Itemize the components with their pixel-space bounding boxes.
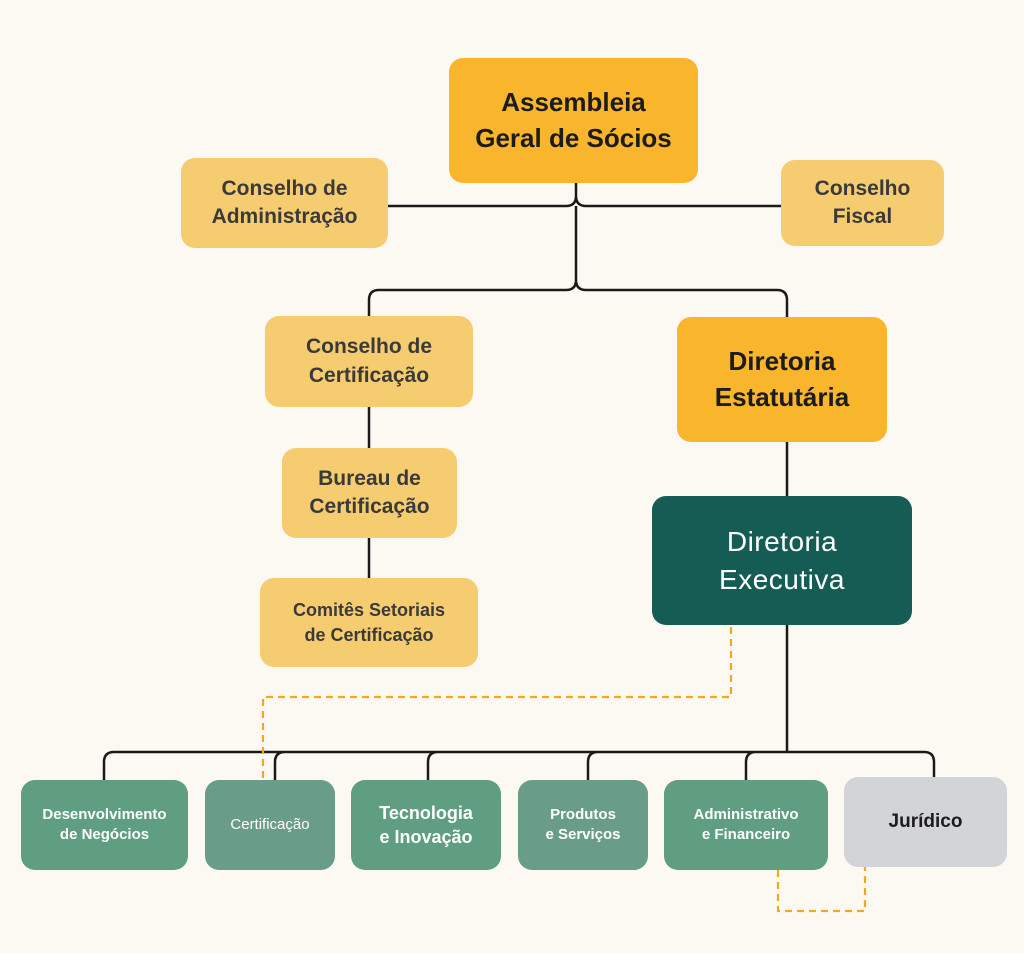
node-label: de Certificação [304,624,434,645]
connector-assembleia-trunk [367,183,789,317]
node-label: Geral de Sócios [475,122,672,153]
node-label: Produtos [550,805,616,823]
dept-produtos-servicos: Produtos e Serviços [518,780,648,870]
dept-administrativo-financeiro: Administrativo e Financeiro [664,780,828,870]
node-label: Conselho de [221,176,348,200]
node-label: Administração [211,205,358,228]
connector-executiva-departamentos [102,625,936,780]
node-label: Diretoria [726,525,838,557]
node-label: Conselho de [305,335,432,359]
dept-tecnologia-inovacao: Tecnologia e Inovação [351,780,501,870]
node-label: Estatutária [714,381,850,412]
node-label: e Serviços [545,826,621,843]
dept-desenvolvimento-negocios: Desenvolvimento de Negócios [21,780,188,870]
node-label: Diretoria [728,346,836,377]
node-label: Bureau de [318,466,421,490]
node-comites-setoriais: Comitês Setoriais de Certificação [260,578,478,667]
dept-certificacao: Certificação [205,780,335,870]
dept-juridico: Jurídico [844,777,1007,867]
node-label: Certificação [308,363,430,387]
node-conselho-certificacao: Conselho de Certificação [265,316,473,407]
node-label: Comitês Setoriais [292,600,446,621]
node-label: Conselho [814,176,911,200]
node-label: Certificação [230,815,310,833]
node-label: Certificação [309,495,430,518]
node-label: Executiva [719,563,845,595]
node-label: Fiscal [832,205,893,228]
node-label: Assembleia [501,87,646,118]
node-label: de Negócios [59,826,150,843]
node-label: e Inovação [379,827,473,847]
node-label: Administrativo [693,805,799,823]
node-label: Desenvolvimento [42,805,167,823]
dashed-link-administrativo-juridico [776,867,867,913]
node-label: e Financeiro [701,826,791,843]
node-label: Jurídico [888,811,963,833]
node-bureau-certificacao: Bureau de Certificação [282,448,457,538]
node-conselho-administracao: Conselho de Administração [181,158,388,248]
node-label: Tecnologia [379,802,473,823]
dashed-link-executiva-certificacao [261,627,733,780]
